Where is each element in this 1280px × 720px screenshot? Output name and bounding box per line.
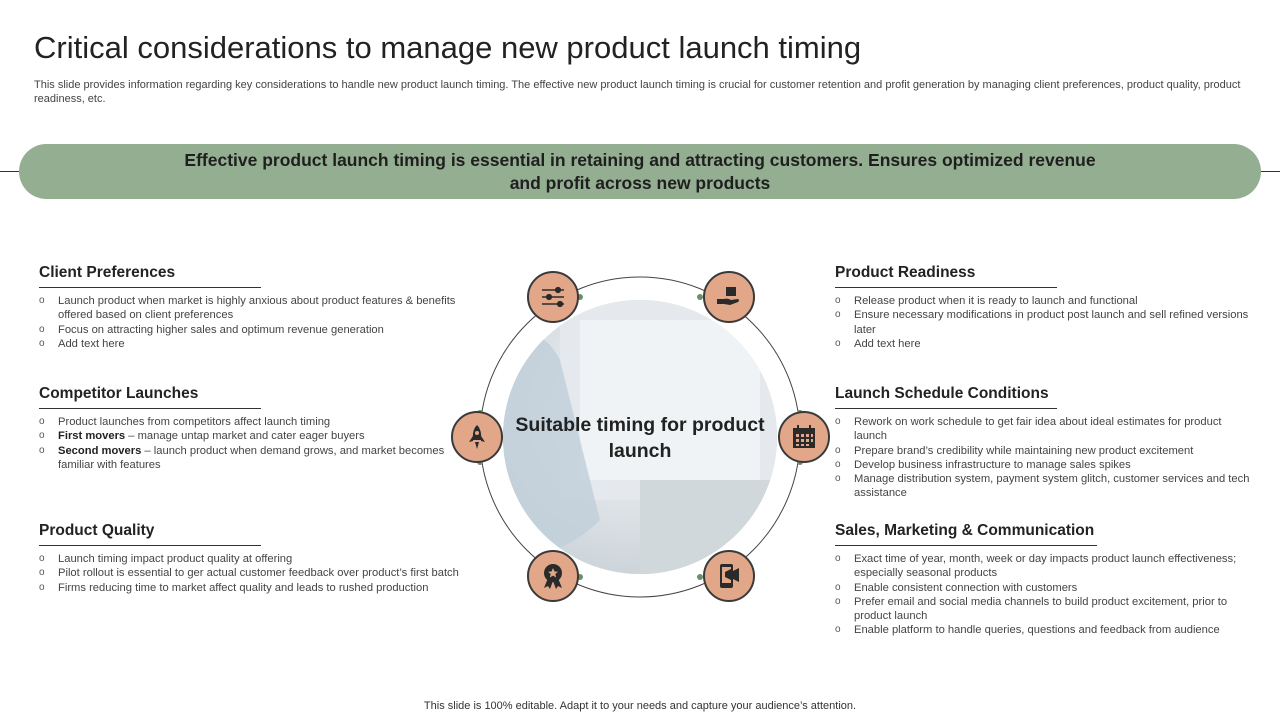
section-client-preferences: Client Preferences Launch product when m… <box>39 264 459 351</box>
section-title: Sales, Marketing & Communication <box>835 522 1097 546</box>
sliders-icon <box>527 271 579 323</box>
section-sales-marketing: Sales, Marketing & Communication Exact t… <box>835 522 1255 638</box>
bullet-list: Launch timing impact product quality at … <box>39 552 459 595</box>
section-title: Launch Schedule Conditions <box>835 385 1057 409</box>
ring-dot <box>697 574 703 580</box>
list-item: Rework on work schedule to get fair idea… <box>835 415 1255 444</box>
list-item: Add text here <box>835 337 1255 352</box>
bold-term: First movers <box>58 430 126 443</box>
list-item: Launch product when market is highly anx… <box>39 294 459 323</box>
page-title: Critical considerations to manage new pr… <box>34 30 862 65</box>
list-item: Develop business infrastructure to manag… <box>835 458 1255 473</box>
item-text: – launch product when demand grows, and … <box>58 444 445 471</box>
bold-term: Second movers <box>58 444 142 457</box>
center-label: Suitable timing for product launch <box>515 414 765 462</box>
section-launch-schedule: Launch Schedule Conditions Rework on wor… <box>835 385 1255 501</box>
list-item: Pilot rollout is essential to ger actual… <box>39 566 459 581</box>
banner-text: Effective product launch timing is essen… <box>184 149 1096 193</box>
bullet-list: Release product when it is ready to laun… <box>835 294 1255 351</box>
list-item: Focus on attracting higher sales and opt… <box>39 323 459 338</box>
section-title: Product Readiness <box>835 264 1057 288</box>
phone-megaphone-icon <box>703 550 755 602</box>
list-item: Second movers – launch product when dema… <box>39 444 459 473</box>
section-title: Competitor Launches <box>39 385 261 409</box>
ring-dot <box>697 294 703 300</box>
section-product-quality: Product Quality Launch timing impact pro… <box>39 522 459 595</box>
list-item: Enable consistent connection with custom… <box>835 581 1255 596</box>
page-subtitle: This slide provides information regardin… <box>34 79 1241 105</box>
list-item: Product launches from competitors affect… <box>39 415 459 430</box>
footer-note: This slide is 100% editable. Adapt it to… <box>423 700 857 712</box>
list-item: Launch timing impact product quality at … <box>39 552 459 567</box>
rocket-icon <box>451 411 503 463</box>
list-item: Enable platform to handle queries, quest… <box>835 623 1255 638</box>
award-badge-icon <box>527 550 579 602</box>
list-item: Ensure necessary modifications in produc… <box>835 308 1255 337</box>
section-product-readiness: Product Readiness Release product when i… <box>835 264 1255 351</box>
section-competitor-launches: Competitor Launches Product launches fro… <box>39 385 459 472</box>
list-item: Release product when it is ready to laun… <box>835 294 1255 309</box>
list-item: Manage distribution system, payment syst… <box>835 472 1255 501</box>
bullet-list: Exact time of year, month, week or day i… <box>835 552 1255 638</box>
section-title: Product Quality <box>39 522 261 546</box>
section-title: Client Preferences <box>39 264 261 288</box>
bullet-list: Product launches from competitors affect… <box>39 415 459 472</box>
item-text: – manage untap market and cater eager bu… <box>125 430 365 443</box>
list-item: Firms reducing time to market affect qua… <box>39 581 459 596</box>
calendar-icon <box>778 411 830 463</box>
list-item: Exact time of year, month, week or day i… <box>835 552 1255 581</box>
list-item: Prepare brand’s credibility while mainta… <box>835 444 1255 459</box>
list-item: First movers – manage untap market and c… <box>39 429 459 444</box>
bullet-list: Launch product when market is highly anx… <box>39 294 459 351</box>
bullet-list: Rework on work schedule to get fair idea… <box>835 415 1255 501</box>
list-item: Prefer email and social media channels t… <box>835 595 1255 624</box>
hand-box-icon <box>703 271 755 323</box>
list-item: Add text here <box>39 337 459 352</box>
key-message-banner: Effective product launch timing is essen… <box>19 144 1261 199</box>
